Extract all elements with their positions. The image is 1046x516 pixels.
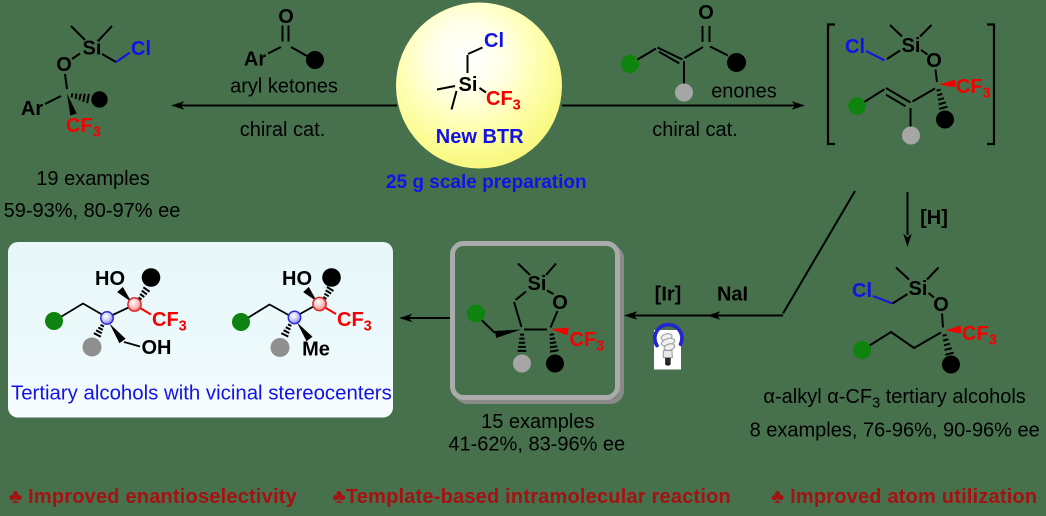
svg-text:O: O	[278, 6, 294, 28]
svg-text:Si: Si	[909, 278, 928, 300]
svg-text:Cl: Cl	[484, 30, 504, 52]
svg-text:HO: HO	[95, 268, 125, 290]
svg-text:Me: Me	[302, 339, 330, 361]
svg-text:59-93%, 80-97% ee: 59-93%, 80-97% ee	[4, 200, 181, 222]
svg-text:♣ Improved enantioselectivity: ♣ Improved enantioselectivity	[9, 486, 298, 508]
svg-text:chiral cat.: chiral cat.	[652, 119, 738, 141]
svg-text:8 examples, 76-96%, 90-96% ee: 8 examples, 76-96%, 90-96% ee	[750, 420, 1040, 442]
svg-text:New BTR: New BTR	[436, 126, 524, 148]
svg-text:Ar: Ar	[244, 49, 266, 71]
svg-text:Ar: Ar	[21, 98, 43, 120]
svg-text:α-alkyl α-CF3 tertiary alcohol: α-alkyl α-CF3 tertiary alcohols	[763, 386, 1025, 412]
svg-text:O: O	[698, 2, 714, 24]
svg-text:19 examples: 19 examples	[36, 168, 149, 190]
svg-text:NaI: NaI	[717, 284, 748, 306]
svg-text:41-62%, 83-96% ee: 41-62%, 83-96% ee	[448, 434, 625, 456]
svg-text:25 g scale preparation: 25 g scale preparation	[386, 172, 587, 193]
svg-text:O: O	[56, 54, 72, 76]
svg-text:OH: OH	[142, 337, 172, 359]
svg-text:chiral cat.: chiral cat.	[240, 119, 326, 141]
svg-text:♣ Improved atom utilization: ♣ Improved atom utilization	[771, 486, 1037, 508]
svg-text:♣Template-based intramolecular: ♣Template-based intramolecular reaction	[333, 486, 731, 508]
svg-text:Si: Si	[83, 38, 102, 60]
svg-text:HO: HO	[282, 268, 312, 290]
svg-text:O: O	[933, 294, 949, 316]
svg-text:Si: Si	[902, 35, 921, 57]
svg-text:[Ir]: [Ir]	[655, 284, 682, 306]
svg-text:Si: Si	[459, 74, 478, 96]
svg-text:O: O	[552, 292, 568, 314]
svg-text:15 examples: 15 examples	[481, 411, 594, 433]
svg-text:Si: Si	[528, 273, 547, 295]
svg-text:Cl: Cl	[131, 38, 151, 60]
svg-text:aryl ketones: aryl ketones	[230, 76, 338, 98]
svg-text:[H]: [H]	[920, 207, 948, 229]
svg-text:Cl: Cl	[852, 280, 872, 302]
svg-text:Tertiary alcohols with vicinal: Tertiary alcohols with vicinal stereocen…	[11, 383, 392, 405]
svg-text:O: O	[926, 50, 942, 72]
svg-text:enones: enones	[711, 81, 777, 103]
svg-text:Cl: Cl	[845, 36, 865, 58]
